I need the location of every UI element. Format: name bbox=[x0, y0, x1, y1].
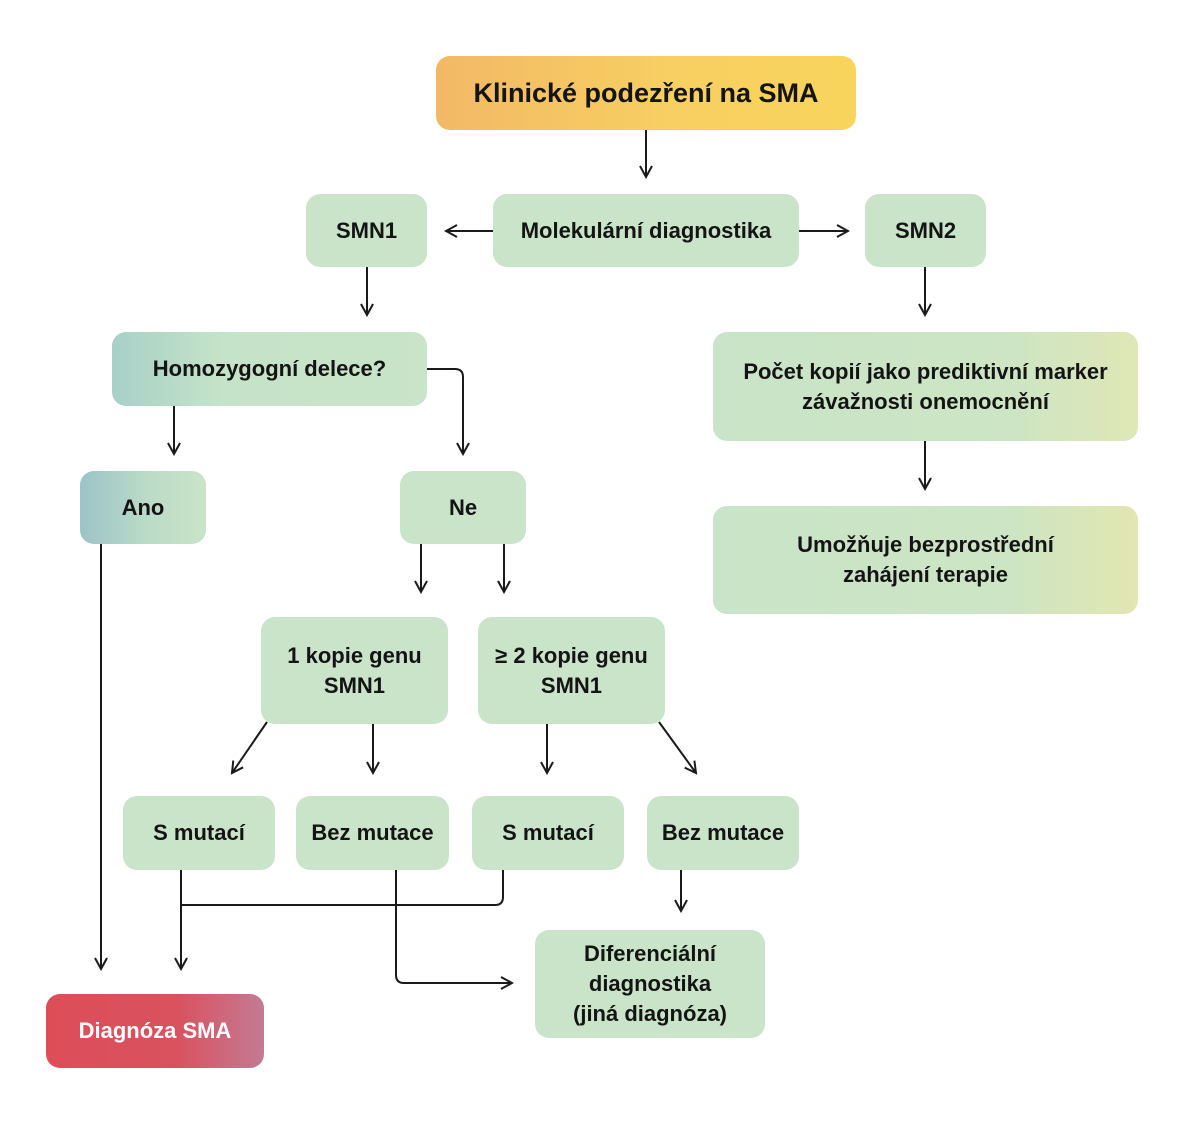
arrow-two-copies-to-without-mutation bbox=[658, 721, 696, 773]
therapy-start-box: Umožňuje bezprostřední zahájení terapie bbox=[713, 506, 1138, 614]
sma-diagnosis-box: Diagnóza SMA bbox=[46, 994, 264, 1068]
smn1-box: SMN1 bbox=[306, 194, 427, 267]
arrow-homozygous-to-no bbox=[427, 368, 463, 454]
node-text: Bez mutace bbox=[661, 820, 785, 845]
node-text: SMN1 bbox=[335, 217, 398, 243]
node-text: Ano bbox=[121, 494, 165, 520]
clinical-suspicion-box: Klinické podezření na SMA bbox=[436, 56, 856, 130]
no-box: Ne bbox=[400, 471, 526, 544]
node-text: Homozygogní delece? bbox=[152, 356, 387, 381]
node-text: Počet kopií jako prediktivní marker bbox=[743, 358, 1108, 384]
arrow-one-copy-to-with-mutation bbox=[232, 721, 268, 773]
without-mutation-box-2: Bez mutace bbox=[647, 796, 799, 870]
node-text: Umožňuje bezprostřední bbox=[797, 532, 1054, 557]
node-text: Diferenciální bbox=[583, 941, 717, 966]
without-mutation-box-1: Bez mutace bbox=[296, 796, 449, 870]
node-text: 1 kopie genu bbox=[287, 642, 422, 668]
line-with-mutation-2-join bbox=[181, 870, 504, 906]
node-text: Molekulární diagnostika bbox=[520, 217, 772, 243]
with-mutation-box-1: S mutací bbox=[123, 796, 275, 870]
node-text: SMN1 bbox=[540, 672, 603, 698]
node-text: SMN2 bbox=[894, 217, 957, 243]
homozygous-deletion-box: Homozygogní delece? bbox=[112, 332, 427, 406]
node-text: zahájení terapie bbox=[842, 562, 1009, 587]
node-text: Ne bbox=[448, 494, 478, 520]
node-text: Diagnóza SMA bbox=[78, 1018, 232, 1043]
node-text: závažnosti onemocnění bbox=[802, 388, 1049, 414]
smn2-box: SMN2 bbox=[865, 194, 986, 267]
node-text: ≥ 2 kopie genu bbox=[495, 642, 648, 668]
molecular-diagnostics-box: Molekulární diagnostika bbox=[493, 194, 799, 267]
copy-number-marker-box: Počet kopií jako prediktivní marker záva… bbox=[713, 332, 1138, 441]
node-text: S mutací bbox=[153, 820, 245, 845]
node-text: S mutací bbox=[502, 820, 594, 845]
yes-box: Ano bbox=[80, 471, 206, 544]
two-copies-box: ≥ 2 kopie genu SMN1 bbox=[478, 617, 665, 724]
with-mutation-box-2: S mutací bbox=[472, 796, 624, 870]
node-text: SMN1 bbox=[323, 672, 386, 698]
node-text: Klinické podezření na SMA bbox=[473, 78, 819, 108]
one-copy-box: 1 kopie genu SMN1 bbox=[261, 617, 448, 724]
arrow-without-mutation-1-to-differential bbox=[395, 870, 512, 983]
node-text: Bez mutace bbox=[311, 820, 434, 845]
differential-diagnosis-box: Diferenciální diagnostika (jiná diagnóza… bbox=[535, 930, 765, 1038]
node-text: diagnostika bbox=[588, 971, 712, 996]
node-text: (jiná diagnóza) bbox=[573, 1001, 727, 1026]
